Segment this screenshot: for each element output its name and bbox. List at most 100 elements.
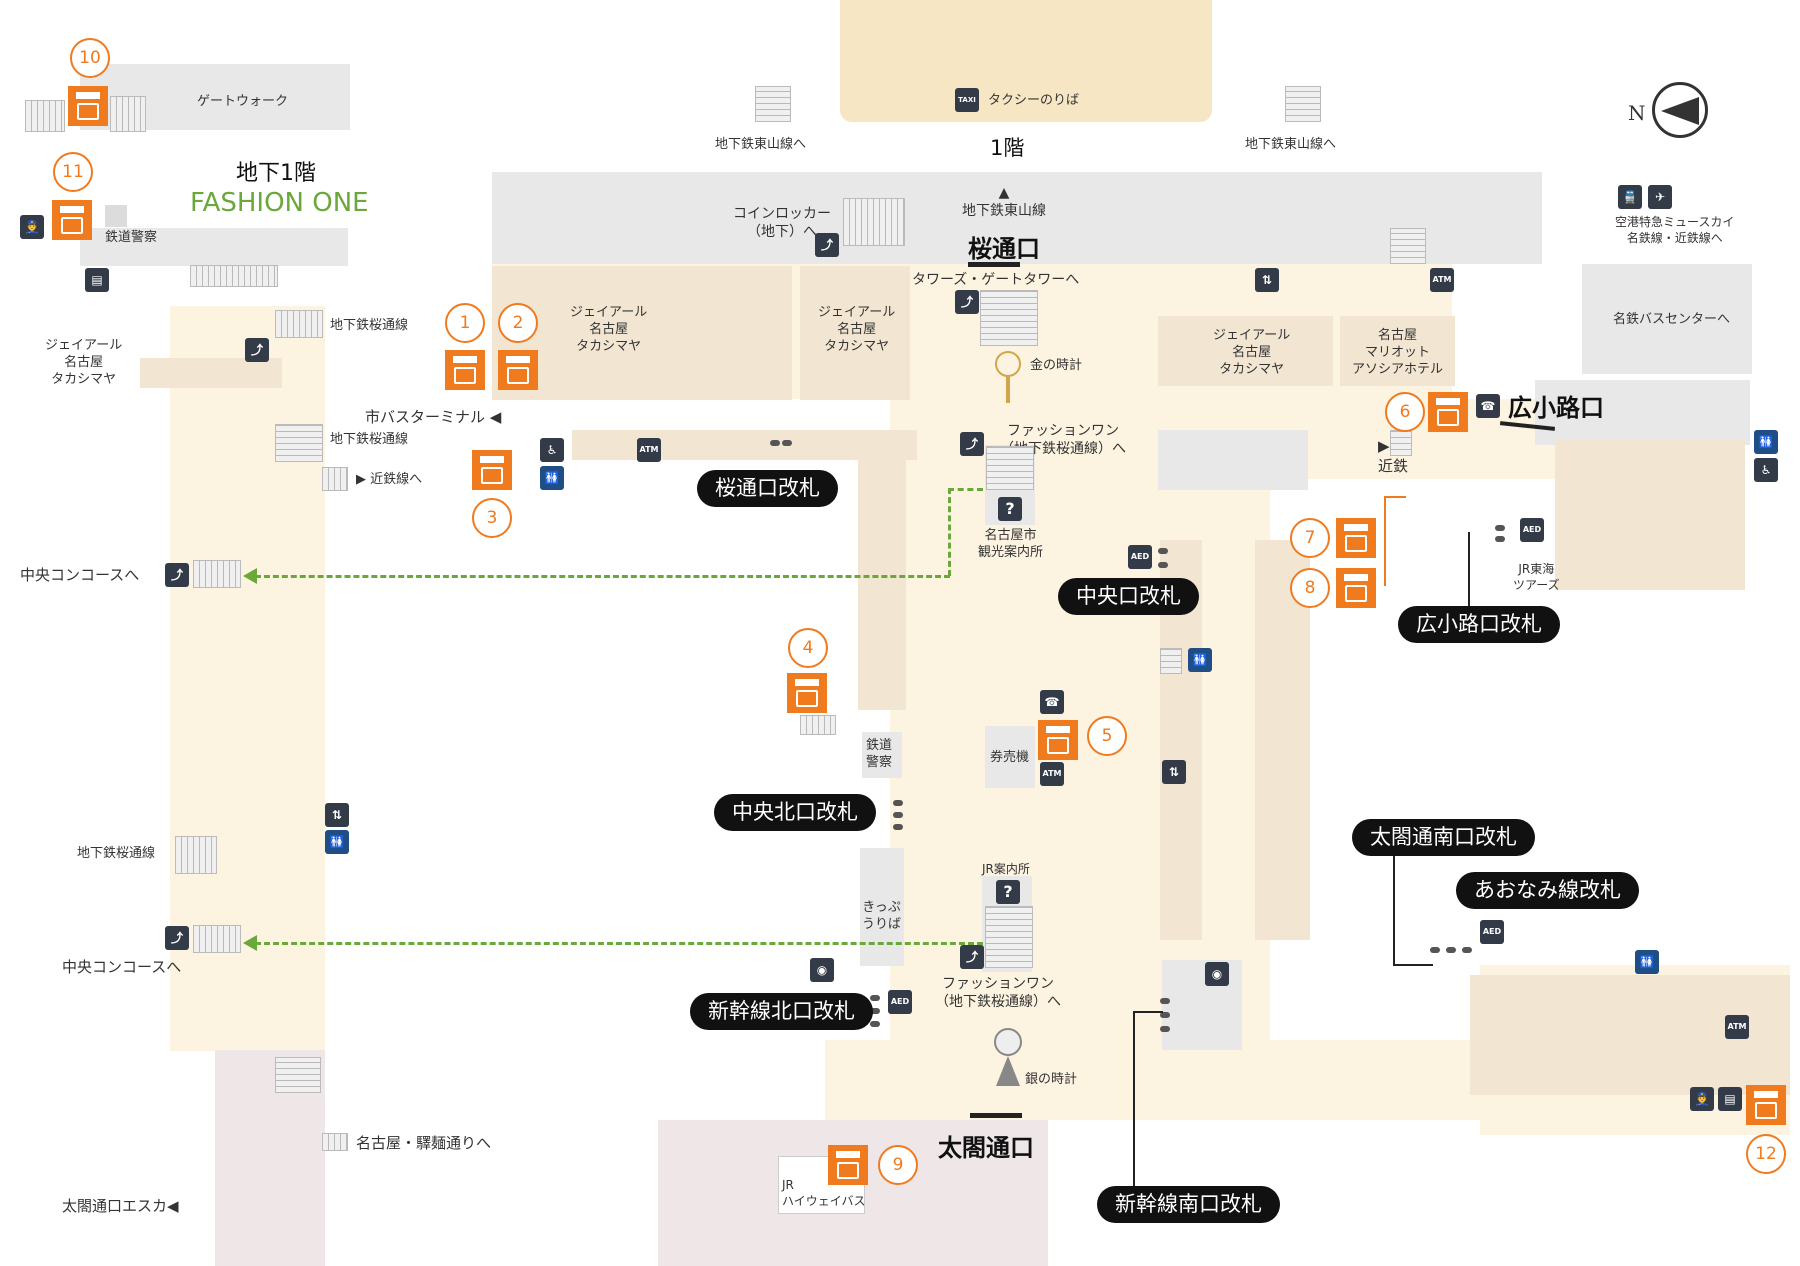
hirokoji-block (1535, 380, 1750, 445)
silver-clock-icon (994, 1028, 1022, 1056)
info-icon-jr: ? (996, 880, 1020, 904)
gate-chuo-kita-2 (893, 812, 903, 818)
taxi-label: タクシーのりば (988, 93, 1080, 108)
locker-11-number: 11 (53, 152, 93, 192)
takashimaya-c-label: ジェイアール 名古屋 タカシマヤ (1213, 328, 1291, 377)
store-column-center (858, 460, 906, 710)
silver-clock-label: 銀の時計 (1025, 1072, 1078, 1087)
exit-sakura: 桜通口 (968, 235, 1040, 263)
exit-hirokoji: 広小路口 (1508, 394, 1604, 422)
silver-clock-base (996, 1056, 1020, 1086)
elevator-icon-center: ⇅ (1162, 760, 1186, 784)
subway-sakura-1-label: 地下鉄桜通線 (330, 318, 409, 333)
stairs-top-right (1285, 86, 1321, 122)
south-concourse (825, 1040, 1545, 1120)
locker-4-number: 4 (788, 628, 828, 668)
jr-info-label: JR案内所 (982, 862, 1030, 876)
gate-chuo-kita: 中央北口改札 (714, 794, 876, 832)
info-icon-tourist: ? (998, 497, 1022, 521)
ticket-machine-label: 券売機 (990, 750, 1030, 765)
locker-5-icon[interactable] (1038, 720, 1078, 760)
towers-label: タワーズ・ゲートタワーへ (912, 272, 1080, 288)
locker-2-icon[interactable] (498, 350, 538, 390)
locker-1-icon[interactable] (445, 350, 485, 390)
elevator-icon-north: ⇅ (1255, 268, 1279, 292)
railway-police-center-label: 鉄道 警察 (866, 738, 893, 770)
aed-icon-aonami: AED (1480, 920, 1504, 944)
stairs-south-left (275, 1057, 321, 1093)
atm-icon-south-east: ATM (1725, 1015, 1749, 1039)
stairs-gate-walk-1 (25, 100, 65, 132)
taiko-minami-callout-v (1393, 856, 1395, 966)
atm-icon-center: ATM (1040, 762, 1064, 786)
gate-chuo-1 (1158, 548, 1168, 554)
gate-aonami-3 (1462, 947, 1472, 953)
stairs-subway-sakura-2 (275, 424, 323, 462)
locker-12-icon[interactable] (1746, 1085, 1786, 1125)
locker-6-icon[interactable] (1428, 392, 1468, 432)
wheelchair-icon-sakura: ♿ (540, 438, 564, 462)
toilet-icon-south-east: 🚻 (1635, 950, 1659, 974)
police-icon-south-east: 👮 (1690, 1087, 1714, 1111)
railway-police-block (105, 205, 127, 227)
kintetsu-label: ▶ 近鉄 (1378, 437, 1409, 475)
stairs-locker-4 (800, 715, 836, 735)
locker-1-number: 1 (445, 303, 485, 343)
stairs-kintetsu (322, 467, 348, 491)
locker-7-8-connector-top (1384, 496, 1406, 498)
airport-label: 空港特急ミュースカイ 名鉄線・近鉄線へ (1615, 215, 1735, 245)
meitetsu-bus-area (1582, 264, 1752, 374)
exit-taiko: 太閤通口 (938, 1134, 1034, 1162)
locker-12-number: 12 (1746, 1134, 1786, 1174)
gate-aonami-2 (1446, 947, 1456, 953)
route-central-2 (255, 942, 983, 945)
gate-hirokoji: 広小路口改札 (1398, 606, 1560, 644)
locker-3-icon[interactable] (472, 450, 512, 490)
route-central-1 (255, 575, 950, 578)
ticket-icon-south-east: ▤ (1718, 1087, 1742, 1111)
taiko-esca-label: 太閤通口エスカ◀ (62, 1197, 179, 1215)
jr-highway-bus-label: JR ハイウェイバス (782, 1178, 866, 1208)
compass (1652, 82, 1708, 138)
stairs-police (190, 265, 278, 287)
aed-icon-center: AED (1128, 545, 1152, 569)
locker-8-icon[interactable] (1336, 568, 1376, 608)
exit-sakura-bar (968, 262, 1020, 267)
stairs-meieki-ramen (322, 1133, 348, 1151)
railway-police-center-block (862, 732, 902, 778)
escalator-icon-fashion-one-1: ⤴ (960, 432, 984, 456)
locker-7-icon[interactable] (1336, 518, 1376, 558)
wheelchair-icon-east: ♿ (1754, 458, 1778, 482)
locker-10-icon[interactable] (68, 86, 108, 126)
locker-8-number: 8 (1290, 568, 1330, 608)
locker-4-icon[interactable] (787, 673, 827, 713)
route-central-2-arrow-icon (243, 935, 257, 951)
shinkansen-south-block (1162, 960, 1242, 1050)
ticket-gate-icon: ◉ (810, 958, 834, 982)
gate-shinkansen-kita: 新幹線北口改札 (690, 993, 873, 1031)
gate-chuo: 中央口改札 (1058, 578, 1199, 616)
locker-6-number: 6 (1385, 392, 1425, 432)
tourist-info-label: 名古屋市 観光案内所 (978, 528, 1044, 560)
central-to-1-label: 中央コンコースへ (20, 566, 140, 584)
takashimaya-c-block (1158, 316, 1333, 386)
gate-sakura: 桜通口改札 (697, 470, 838, 508)
locker-9-icon[interactable] (828, 1145, 868, 1185)
kippu-label: きっぷ うりば (862, 900, 902, 932)
takashimaya-a-label: ジェイアール 名古屋 タカシマヤ (570, 305, 648, 354)
police-icon: 👮 (20, 215, 44, 239)
taxi-area (840, 0, 1212, 122)
locker-11-icon[interactable] (52, 200, 92, 240)
stairs-kintetsu-center (1390, 430, 1412, 456)
aed-icon-east: AED (1520, 518, 1544, 542)
left-takashimaya-block (140, 358, 282, 388)
gate-aonami-1 (1430, 947, 1440, 953)
escalator-icon-towers: ⤴ (955, 290, 979, 314)
escalator-icon-left: ⤴ (245, 338, 269, 362)
ticket-gate-icon-south: ◉ (1205, 962, 1229, 986)
stairs-subway-sakura-3 (175, 836, 217, 874)
fashion-one-2-label: ファッションワン （地下鉄桜通線）へ (935, 976, 1061, 1011)
gate-chuo-kita-3 (893, 824, 903, 830)
locker-2-number: 2 (498, 303, 538, 343)
stairs-gate-walk-2 (110, 96, 146, 132)
